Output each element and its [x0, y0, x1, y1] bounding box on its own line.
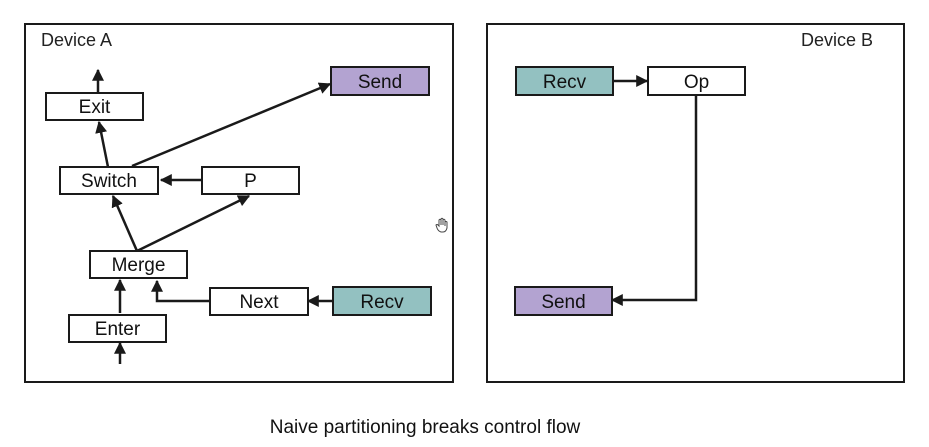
edge-next-merge	[151, 279, 209, 303]
node-enter: Enter	[68, 314, 167, 343]
node-send-b: Send	[514, 286, 613, 316]
device-b-title: Device B	[801, 30, 873, 50]
edge-merge-p	[136, 194, 251, 253]
device-a-edges	[92, 68, 332, 364]
edge-switch-send	[131, 82, 332, 168]
device-a-title: Device A	[41, 30, 112, 50]
node-switch-label: Switch	[81, 171, 137, 192]
node-p: P	[201, 166, 300, 195]
diagram-caption: Naive partitioning breaks control flow	[270, 417, 581, 438]
node-recv-a-label: Recv	[360, 292, 404, 313]
node-recv-a: Recv	[332, 286, 432, 316]
node-op: Op	[647, 66, 746, 96]
node-merge-label: Merge	[112, 255, 166, 276]
device-a-panel: Device A Exit Send Switch	[24, 23, 454, 383]
edge-switch-exit	[95, 120, 110, 168]
node-send-a-label: Send	[358, 72, 402, 93]
node-op-label: Op	[684, 72, 709, 93]
edge-merge-switch	[111, 194, 139, 252]
hand-pointer-icon	[435, 217, 448, 233]
node-exit-label: Exit	[79, 97, 111, 118]
node-switch: Switch	[59, 166, 159, 195]
node-p-label: P	[244, 171, 257, 192]
node-recv-b: Recv	[515, 66, 614, 96]
node-recv-b-label: Recv	[543, 72, 587, 93]
node-exit: Exit	[45, 92, 144, 121]
node-merge: Merge	[89, 250, 188, 279]
node-enter-label: Enter	[95, 319, 141, 340]
node-next-label: Next	[239, 292, 279, 313]
edge-op-send	[610, 96, 698, 306]
node-next: Next	[209, 287, 309, 316]
device-b-edges	[610, 75, 698, 306]
node-send-b-label: Send	[541, 292, 585, 313]
device-b-panel: Device B Recv Op Send	[486, 23, 905, 383]
node-send-a: Send	[330, 66, 430, 96]
